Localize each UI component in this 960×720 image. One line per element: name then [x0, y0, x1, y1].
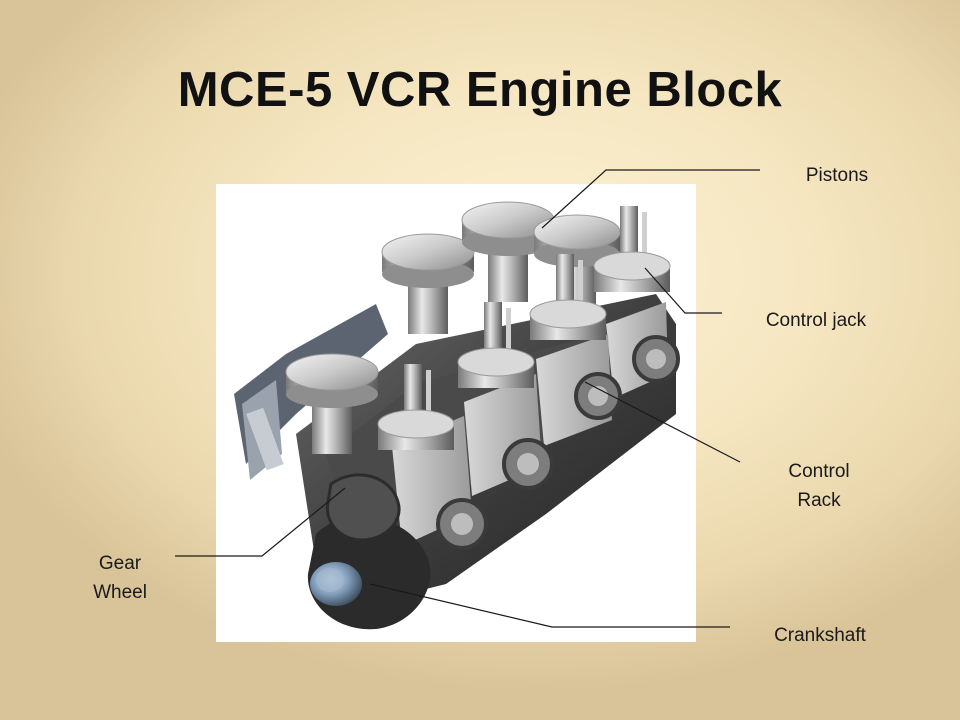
pistons-leader	[541, 169, 760, 229]
control-rack-leader	[584, 381, 741, 463]
control-jacks-drawing	[377, 206, 671, 450]
control-jack-label: Control jack	[765, 310, 867, 331]
crankshaft-end	[310, 562, 362, 606]
control-rack-label: Control Rack	[788, 461, 850, 511]
gear-wheel-leader	[175, 487, 346, 557]
engine-block-illustration	[216, 184, 696, 642]
crankshaft-leader	[369, 583, 730, 628]
engine-block-drawing	[234, 201, 680, 630]
crankshaft-label: Crankshaft	[774, 625, 866, 646]
pistons-label: Pistons	[805, 165, 869, 186]
slide-title: MCE-5 VCR Engine Block	[177, 63, 783, 117]
side-gears	[436, 335, 680, 550]
control-jack-leader	[644, 267, 722, 314]
gear-wheel-label: Gear Wheel	[93, 553, 147, 603]
